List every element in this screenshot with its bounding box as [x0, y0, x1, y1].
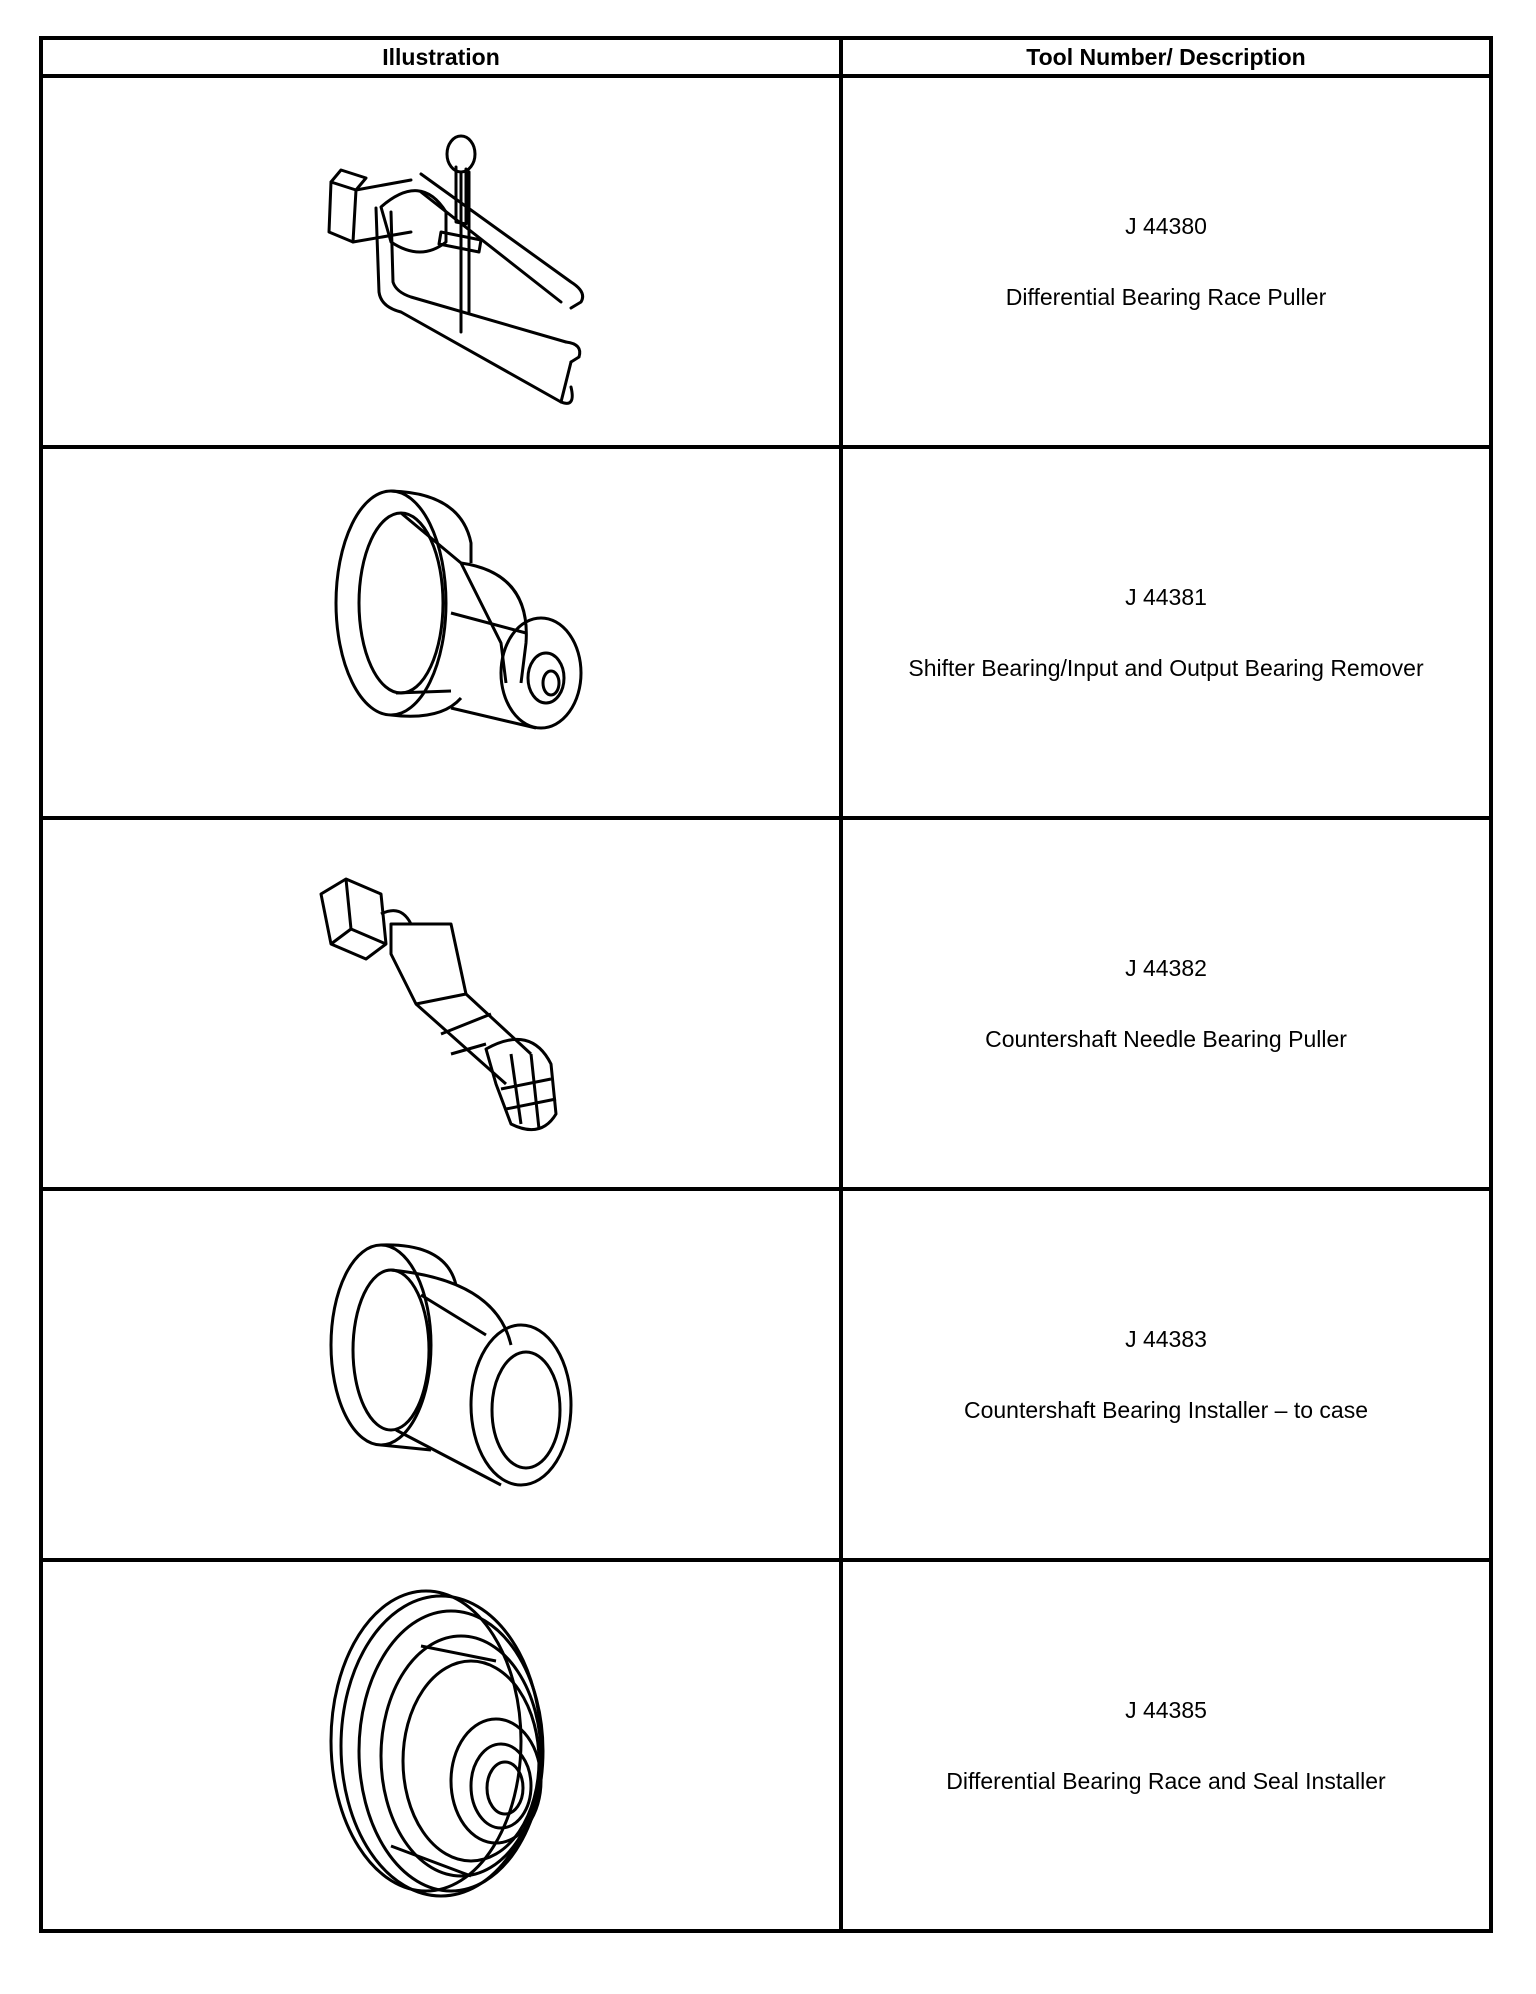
tool-number: J 44382 [1125, 954, 1207, 981]
table-row: J 44383 Countershaft Bearing Installer –… [39, 1187, 1493, 1562]
tool-number: J 44380 [1125, 212, 1207, 239]
needle-bearing-puller-icon [319, 877, 558, 1131]
tool-number: J 44381 [1125, 583, 1207, 610]
table-row: J 44381 Shifter Bearing/Input and Output… [39, 445, 1493, 820]
header-tool-number-description: Tool Number/ Description [839, 36, 1493, 78]
tool-description: Differential Bearing Race Puller [1005, 283, 1327, 310]
tool-description: Countershaft Bearing Installer – to case [963, 1396, 1368, 1423]
description-cell: J 44385 Differential Bearing Race and Se… [839, 1558, 1493, 1933]
table-row: J 44382 Countershaft Needle Bearing Pull… [39, 816, 1493, 1191]
description-cell: J 44381 Shifter Bearing/Input and Output… [839, 445, 1493, 820]
illustration-cell [39, 445, 843, 820]
table-row: J 44385 Differential Bearing Race and Se… [39, 1558, 1493, 1933]
tool-description: Differential Bearing Race and Seal Insta… [946, 1767, 1386, 1794]
race-puller-icon [327, 134, 585, 405]
illustration-cell [39, 1187, 843, 1562]
illustration-cell [39, 1558, 843, 1933]
bearing-installer-icon [329, 1242, 573, 1486]
illustration-cell [39, 74, 843, 449]
description-cell: J 44383 Countershaft Bearing Installer –… [839, 1187, 1493, 1562]
tool-number: J 44383 [1125, 1325, 1207, 1352]
table-row: J 44380 Differential Bearing Race Puller [39, 74, 1493, 449]
race-seal-installer-icon [329, 1589, 545, 1897]
tool-table: Illustration Tool Number/ Description [39, 36, 1493, 1933]
tool-number: J 44385 [1125, 1696, 1207, 1723]
tool-description: Countershaft Needle Bearing Puller [985, 1025, 1347, 1052]
header-illustration: Illustration [39, 36, 843, 78]
tool-description: Shifter Bearing/Input and Output Bearing… [908, 654, 1424, 681]
bearing-remover-icon [334, 489, 583, 729]
header-row: Illustration Tool Number/ Description [39, 36, 1493, 78]
illustration-cell [39, 816, 843, 1191]
description-cell: J 44382 Countershaft Needle Bearing Pull… [839, 816, 1493, 1191]
description-cell: J 44380 Differential Bearing Race Puller [839, 74, 1493, 449]
